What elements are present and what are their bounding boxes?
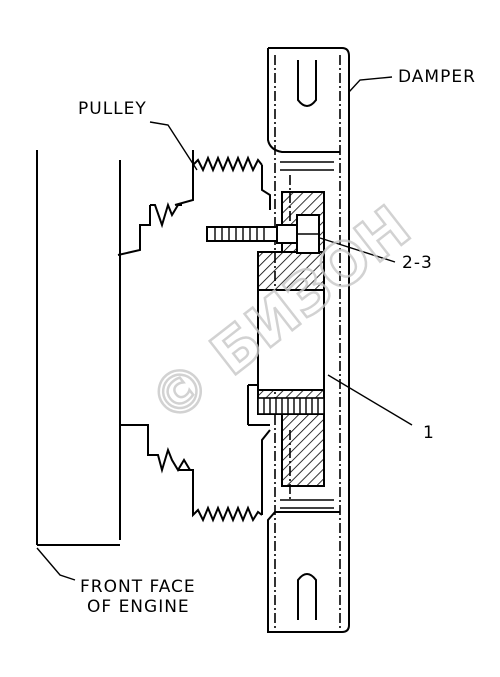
pulley-top: [117, 150, 271, 256]
label-front-face-line1: FRONT FACE: [80, 577, 196, 597]
label-pulley: PULLEY: [78, 99, 147, 119]
hub-serrations: [257, 397, 325, 415]
hub-part-1: [247, 191, 325, 487]
pulley-bottom: [120, 424, 271, 523]
label-callout-1: 1: [423, 423, 435, 443]
label-front-face-line2: OF ENGINE: [87, 597, 190, 617]
bolt-part-2-3: [206, 214, 320, 254]
label-callout-2-3: 2-3: [402, 253, 433, 273]
engine-front-face: [36, 150, 121, 546]
leader-lines: [36, 76, 413, 581]
label-damper: DAMPER: [398, 67, 476, 87]
